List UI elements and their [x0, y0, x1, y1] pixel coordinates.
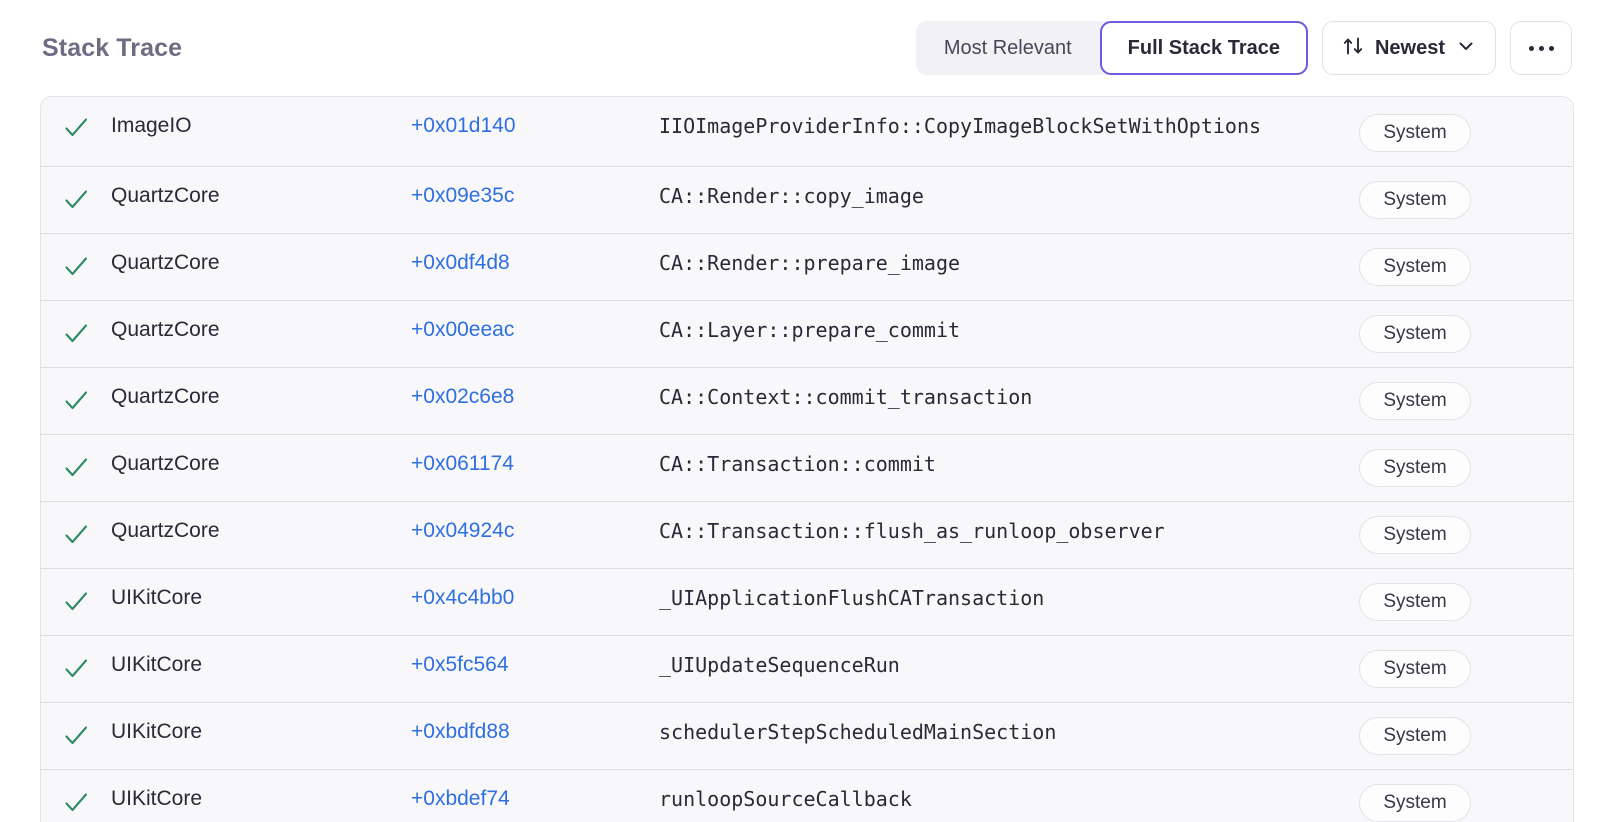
more-options-button[interactable]: [1510, 21, 1572, 75]
status-badge: System: [1359, 315, 1471, 353]
sort-label: Newest: [1374, 36, 1445, 59]
panel-header: Stack Trace Most Relevant Full Stack Tra…: [40, 0, 1574, 96]
frame-image-name: UIKitCore: [111, 787, 203, 810]
header-controls: Most Relevant Full Stack Trace Newest: [915, 21, 1572, 75]
status-badge: System: [1359, 784, 1471, 822]
sort-arrows-icon: [1342, 35, 1364, 62]
frame-offset-link[interactable]: +0x5fc564: [411, 653, 509, 676]
check-icon: [41, 234, 111, 300]
frame-image-name: UIKitCore: [111, 720, 203, 743]
frame-badge-cell: System: [1359, 569, 1527, 635]
frame-badge-cell: System: [1359, 301, 1527, 367]
status-badge: System: [1359, 583, 1471, 621]
frame-badge-cell: System: [1359, 770, 1527, 822]
frame-symbol: _UIUpdateSequenceRun: [659, 653, 900, 677]
check-icon: [41, 703, 111, 769]
status-badge: System: [1359, 248, 1471, 286]
frame-image-name: QuartzCore: [111, 318, 220, 341]
stack-frame-list[interactable]: ImageIO +0x01d140 IIOImageProviderInfo::Co…: [40, 96, 1574, 822]
frame-symbol: CA::Layer::prepare_commit: [659, 318, 961, 342]
table-row[interactable]: QuartzCore +0x0df4d8 CA::Render::prepare_i…: [41, 234, 1573, 301]
frame-image-name: QuartzCore: [111, 452, 220, 475]
frame-symbol: CA::Transaction::commit: [659, 452, 936, 476]
sort-button[interactable]: Newest: [1321, 21, 1496, 75]
frame-offset-link[interactable]: +0x01d140: [411, 114, 516, 137]
check-icon: [41, 435, 111, 501]
table-row[interactable]: QuartzCore +0x061174 CA::Transaction::comm…: [41, 435, 1573, 502]
frame-badge-cell: System: [1359, 167, 1527, 233]
frame-offset-link[interactable]: +0x09e35c: [411, 184, 515, 207]
frame-image-name: UIKitCore: [111, 653, 203, 676]
ellipsis-icon-dot2: [1538, 45, 1544, 51]
table-row[interactable]: QuartzCore +0x02c6e8 CA::Context::commit_t…: [41, 368, 1573, 435]
frame-image-name: UIKitCore: [111, 586, 203, 609]
frame-offset-link[interactable]: +0x061174: [411, 452, 514, 475]
tab-full-stack-trace[interactable]: Full Stack Trace: [1099, 21, 1308, 75]
frame-offset-link[interactable]: +0x00eeac: [411, 318, 515, 341]
frame-offset-link[interactable]: +0xbdef74: [411, 787, 510, 810]
check-icon: [41, 368, 111, 434]
frame-offset-link[interactable]: +0x02c6e8: [411, 385, 515, 408]
view-mode-segmented-control[interactable]: Most Relevant Full Stack Trace: [915, 21, 1308, 75]
frame-badge-cell: System: [1359, 97, 1527, 166]
table-row[interactable]: UIKitCore +0xbdfd88 schedulerStepScheduled…: [41, 703, 1573, 770]
frame-symbol: CA::Render::copy_image: [659, 184, 924, 208]
frame-badge-cell: System: [1359, 234, 1527, 300]
frame-symbol: schedulerStepScheduledMainSection: [659, 720, 1057, 744]
check-icon: [41, 502, 111, 568]
check-icon: [41, 97, 111, 166]
frame-offset-link[interactable]: +0x0df4d8: [411, 251, 510, 274]
frame-image-name: QuartzCore: [111, 251, 220, 274]
check-icon: [41, 770, 111, 822]
frame-symbol: CA::Context::commit_transaction: [659, 385, 1033, 409]
check-icon: [41, 636, 111, 702]
chevron-down-icon: [1456, 36, 1476, 61]
page-title: Stack Trace: [42, 33, 183, 62]
status-badge: System: [1359, 516, 1471, 554]
frame-image-name: QuartzCore: [111, 519, 220, 542]
ellipsis-icon-dot3: [1548, 45, 1554, 51]
frame-symbol: IIOImageProviderInfo::CopyImageBlockSetW…: [659, 114, 1262, 138]
table-row[interactable]: QuartzCore +0x00eeac CA::Layer::prepare_co…: [41, 301, 1573, 368]
status-badge: System: [1359, 382, 1471, 420]
frame-badge-cell: System: [1359, 703, 1527, 769]
frame-badge-cell: System: [1359, 435, 1527, 501]
status-badge: System: [1359, 449, 1471, 487]
frame-badge-cell: System: [1359, 368, 1527, 434]
status-badge: System: [1359, 650, 1471, 688]
frame-symbol: CA::Render::prepare_image: [659, 251, 961, 275]
table-row[interactable]: QuartzCore +0x04924c CA::Transaction::flus…: [41, 502, 1573, 569]
status-badge: System: [1359, 114, 1471, 152]
frame-badge-cell: System: [1359, 502, 1527, 568]
frame-image-name: ImageIO: [111, 114, 192, 137]
check-icon: [41, 167, 111, 233]
frame-offset-link[interactable]: +0xbdfd88: [411, 720, 510, 743]
frame-offset-link[interactable]: +0x04924c: [411, 519, 515, 542]
frame-image-name: QuartzCore: [111, 385, 220, 408]
ellipsis-icon: [1528, 45, 1534, 51]
frame-symbol: CA::Transaction::flush_as_runloop_observ…: [659, 519, 1165, 543]
check-icon: [41, 569, 111, 635]
check-icon: [41, 301, 111, 367]
table-row[interactable]: UIKitCore +0x5fc564 _UIUpdateSequenceRun Sy…: [41, 636, 1573, 703]
status-badge: System: [1359, 181, 1471, 219]
table-row[interactable]: QuartzCore +0x09e35c CA::Render::copy_imag…: [41, 167, 1573, 234]
table-row[interactable]: ImageIO +0x01d140 IIOImageProviderInfo::Co…: [41, 97, 1573, 167]
frame-offset-link[interactable]: +0x4c4bb0: [411, 586, 515, 609]
frame-image-name: QuartzCore: [111, 184, 220, 207]
table-row[interactable]: UIKitCore +0x4c4bb0 _UIApplicationFlushCAT…: [41, 569, 1573, 636]
frame-symbol: runloopSourceCallback: [659, 787, 912, 811]
tab-most-relevant[interactable]: Most Relevant: [943, 36, 1072, 59]
status-badge: System: [1359, 717, 1471, 755]
table-row[interactable]: UIKitCore +0xbdef74 runloopSourceCallback S…: [41, 770, 1573, 822]
frame-symbol: _UIApplicationFlushCATransaction: [659, 586, 1045, 610]
frame-badge-cell: System: [1359, 636, 1527, 702]
